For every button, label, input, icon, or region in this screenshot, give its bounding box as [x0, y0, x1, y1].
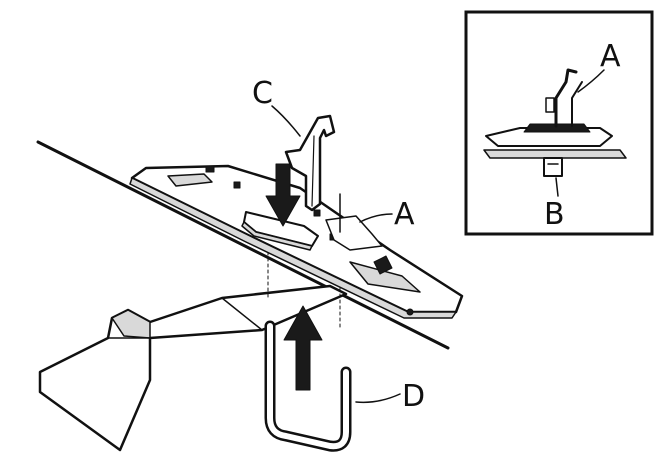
press-down-arrow [265, 163, 301, 227]
mounting-plate-edge [129, 177, 457, 319]
inset-callout-b: B [544, 197, 565, 232]
support-bracket-ridge [221, 297, 263, 331]
plate-screw-hole [406, 308, 414, 316]
panel-edge-line [36, 140, 450, 350]
plate-latch [373, 255, 393, 275]
leader-line-a [359, 213, 393, 223]
callout-c: C [252, 76, 273, 111]
inset-base-surface [483, 149, 627, 159]
leader-line-c [271, 105, 301, 137]
bracket-arm-c [284, 114, 336, 212]
plate-hole-2 [233, 181, 241, 189]
inset-bolt [543, 157, 563, 177]
inset-callout-a: A [600, 39, 621, 74]
inset-leader-b [555, 177, 559, 197]
leader-line-d [355, 393, 401, 404]
plate-slot-left [167, 173, 213, 187]
inset-hook-arm [554, 68, 578, 128]
u-bolt-d-highlight [267, 323, 349, 450]
plate-hole-3 [313, 209, 321, 217]
bracket-arm-c-crease [311, 135, 315, 207]
inset-hook-arm-back [571, 81, 583, 127]
callout-d: D [402, 379, 425, 414]
support-bracket-inner [111, 309, 151, 339]
inset-leader-a [577, 69, 605, 93]
plate-hole-1 [205, 165, 215, 173]
inset-side-tab [545, 97, 555, 113]
callout-a: A [394, 197, 415, 232]
inset-frame [464, 10, 654, 236]
inset-plate-ridge [523, 123, 591, 133]
push-up-arrow [283, 305, 323, 391]
sliding-clip-face [241, 221, 313, 251]
